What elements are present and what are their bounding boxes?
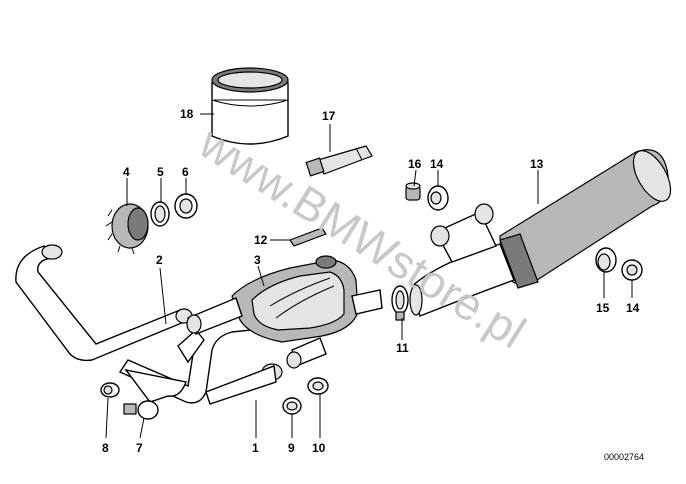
part-6-ring xyxy=(174,193,198,219)
callout-2: 2 xyxy=(156,253,163,267)
callout-12: 12 xyxy=(254,233,268,247)
callout-4: 4 xyxy=(123,165,130,179)
reference-number: 00002764 xyxy=(604,452,644,462)
callout-3: 3 xyxy=(254,253,261,267)
part-7-clamp xyxy=(123,400,159,420)
callout-14-upper: 14 xyxy=(430,157,444,171)
callout-5: 5 xyxy=(157,165,164,179)
part-11-clamp xyxy=(391,285,409,321)
callout-11: 11 xyxy=(396,341,409,355)
part-13-muffler xyxy=(409,149,672,317)
part-12-gasket xyxy=(289,227,327,247)
callout-10: 10 xyxy=(312,441,326,455)
callout-7: 7 xyxy=(136,441,143,455)
leader-lines xyxy=(105,113,633,439)
part-15-sleeve xyxy=(595,247,617,273)
part-16-nut xyxy=(405,182,421,201)
callout-18: 18 xyxy=(180,107,194,121)
part-14-grommet-upper xyxy=(427,185,449,211)
part-8-clamp xyxy=(100,382,120,398)
callout-17: 17 xyxy=(322,109,336,123)
part-1-pipe xyxy=(118,311,283,405)
part-17-paste-tube xyxy=(305,145,373,177)
part-3-collector xyxy=(186,255,383,369)
callout-14-lower: 14 xyxy=(626,301,640,315)
callout-6: 6 xyxy=(182,165,189,179)
callout-16: 16 xyxy=(408,157,422,171)
part-4-bellows xyxy=(105,203,149,255)
part-10-clamp xyxy=(307,377,329,395)
part-5-ring xyxy=(150,201,170,227)
part-18-sleeve xyxy=(211,67,289,145)
part-9-clamp xyxy=(282,397,302,415)
part-2-pipe xyxy=(15,244,193,362)
callout-9: 9 xyxy=(288,441,295,455)
callout-13: 13 xyxy=(530,157,544,171)
callout-8: 8 xyxy=(102,441,109,455)
callout-15: 15 xyxy=(596,301,610,315)
part-14-grommet-lower xyxy=(621,259,643,281)
callout-1: 1 xyxy=(252,441,259,455)
